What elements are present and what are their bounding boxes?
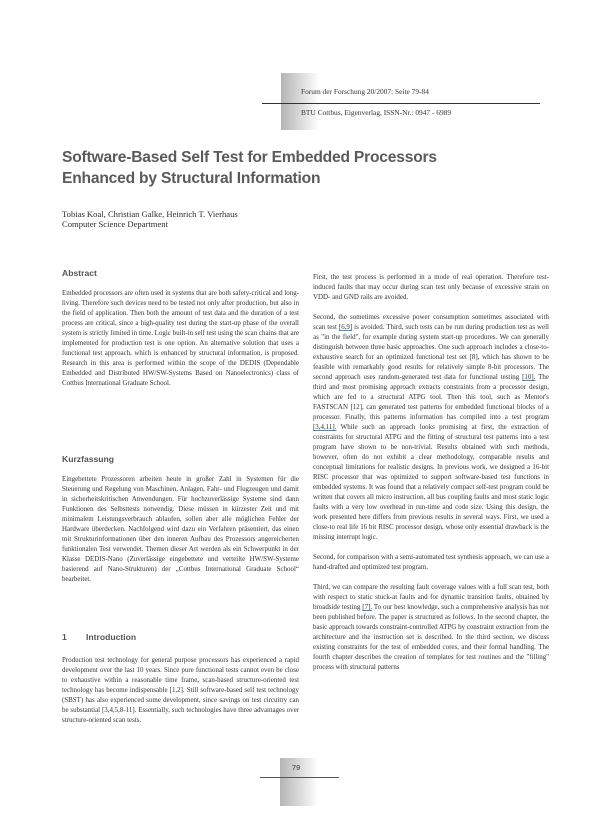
kurzfassung-heading: Kurzfassung: [62, 454, 115, 464]
affiliation: Computer Science Department: [62, 219, 168, 229]
abstract-heading: Abstract: [62, 268, 97, 278]
paper-title: Software-Based Self Test for Embedded Pr…: [62, 147, 562, 189]
publisher-info: BTU Cottbus, Eigenverlag, ISSN-Nr.: 0947…: [301, 108, 452, 117]
text-run: The third and most promising approach ex…: [313, 373, 549, 421]
introduction-heading: 1 Introduction: [62, 632, 136, 642]
footer-gradient-block: [280, 758, 318, 806]
text-run: is avoided. Third, such tests can be run…: [313, 323, 549, 381]
header-gradient-block: [281, 73, 319, 130]
paragraph-second: Second, the sometimes excessive power co…: [313, 312, 549, 542]
author-block: Tobias Koal, Christian Galke, Heinrich T…: [62, 209, 238, 229]
paragraph-fourth: Third, we can compare the resulting faul…: [313, 582, 549, 672]
journal-citation: Forum der Forschung 20/2007: Seite 79-84: [301, 87, 429, 96]
section-number: 1: [62, 632, 67, 642]
citation-link[interactable]: [10].: [522, 373, 536, 381]
text-run: Third, we can compare the resulting faul…: [313, 583, 549, 611]
text-run: Second, the sometimes excessive power co…: [313, 313, 549, 331]
footer-rule: [260, 777, 339, 778]
page-number: 79: [292, 763, 301, 772]
header-rule: [262, 103, 540, 104]
paragraph-first: First, the test process is performed in …: [313, 273, 549, 301]
paragraph-third: Second, for comparison with a semi-autom…: [313, 553, 549, 571]
section-title: Introduction: [86, 632, 137, 642]
introduction-text: Production test technology for general p…: [62, 656, 299, 724]
title-line-2: Enhanced by Structural Information: [62, 170, 321, 187]
kurzfassung-text: Eingebettete Prozessoren arbeiten heute …: [62, 475, 299, 583]
kurzfassung-body: Eingebettete Prozessoren arbeiten heute …: [62, 474, 299, 584]
authors: Tobias Koal, Christian Galke, Heinrich T…: [62, 209, 238, 219]
citation-link[interactable]: [7].: [362, 603, 373, 611]
title-line-1: Software-Based Self Test for Embedded Pr…: [62, 149, 437, 166]
text-run: While such an approach looks promising a…: [313, 423, 549, 541]
abstract-body: Embedded processors are often used in sy…: [62, 288, 299, 388]
citation-link[interactable]: [6,9]: [338, 323, 353, 331]
citation-link[interactable]: [3,4,11].: [313, 423, 337, 431]
text-run: To our best knowledge, such a comprehens…: [313, 603, 549, 671]
abstract-text: Embedded processors are often used in sy…: [62, 289, 299, 387]
introduction-body: Production test technology for general p…: [62, 655, 299, 725]
right-column: First, the test process is performed in …: [313, 272, 549, 672]
